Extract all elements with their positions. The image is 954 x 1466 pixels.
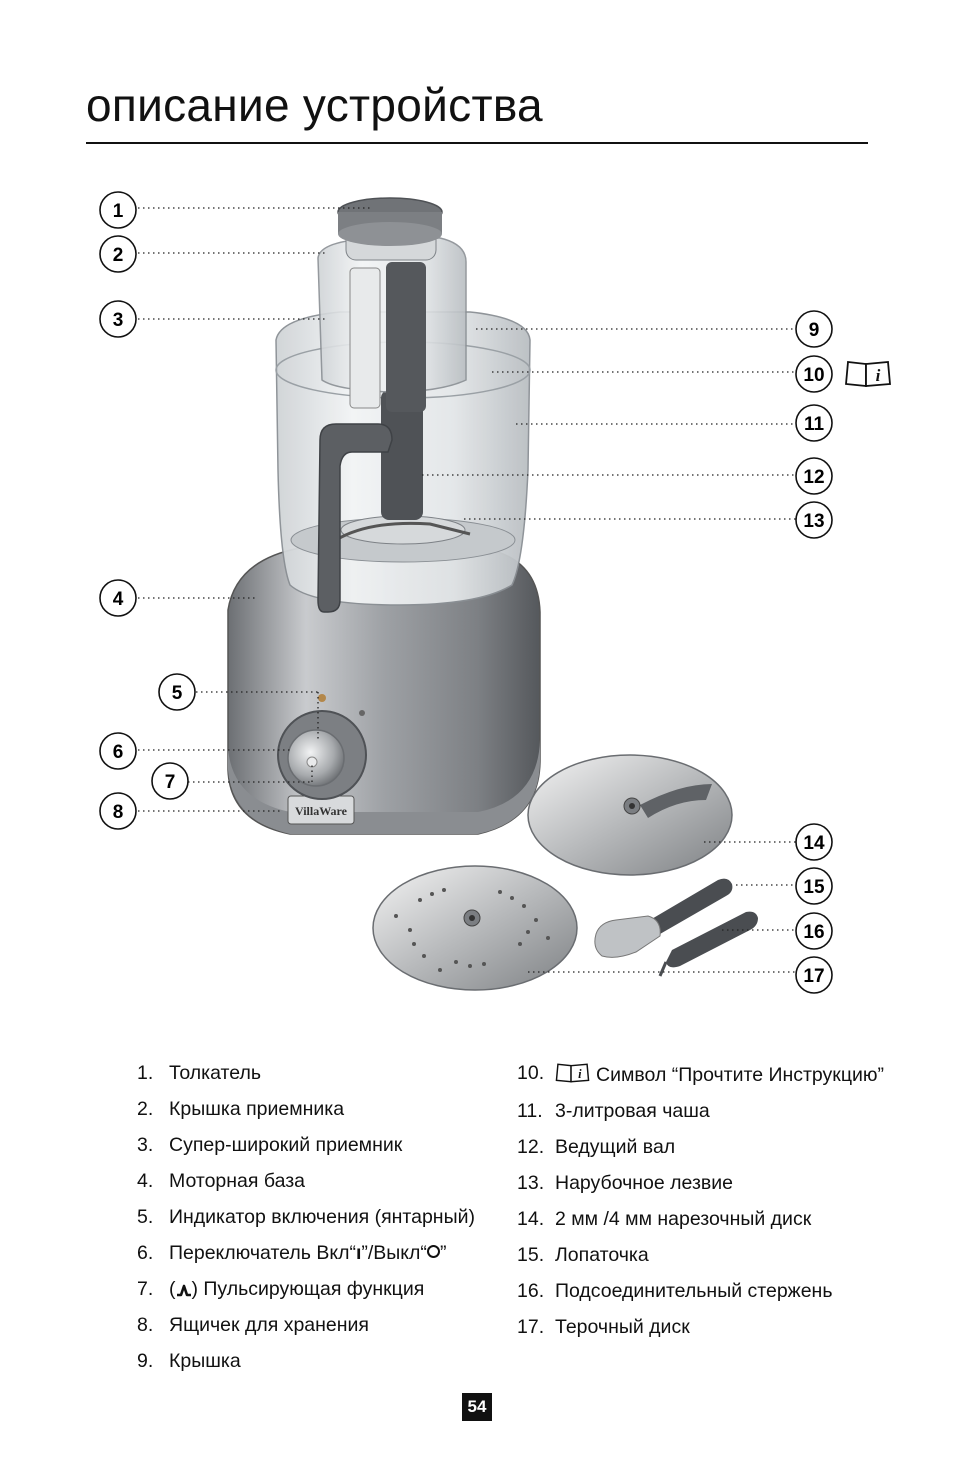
callout-1: 1 (99, 191, 137, 229)
svg-text:15: 15 (803, 877, 825, 898)
bowl-handle (317, 423, 393, 613)
list-item: 12.Ведущий вал (517, 1136, 676, 1158)
list-item: 11.3-литровая чаша (517, 1100, 710, 1122)
callout-7: 7 (151, 762, 189, 800)
list-item: 13.Нарубочное лезвие (517, 1172, 733, 1194)
svg-text:16: 16 (803, 922, 824, 943)
list-item: 7.() Пульсирующая функция (137, 1278, 425, 1300)
callout-12: 12 (795, 457, 833, 495)
motor-base: VillaWare (227, 547, 541, 835)
brand-label: VillaWare (295, 804, 348, 818)
list-item: 14.2 мм /4 мм нарезочный диск (517, 1208, 812, 1230)
grating-disc (372, 865, 578, 991)
drive-shaft (381, 390, 423, 520)
callout-11: 11 (795, 404, 833, 442)
list-item: 3.Супер-широкий приемник (137, 1134, 403, 1156)
callout-15: 15 (795, 867, 833, 905)
callout-13: 13 (795, 501, 833, 539)
callout-16: 16 (795, 912, 833, 950)
svg-text:2: 2 (113, 245, 124, 266)
callout-4: 4 (99, 579, 137, 617)
legend-left-column: 1.Толкатель 2.Крышка приемника 3.Супер-ш… (137, 1062, 507, 1386)
svg-text:6: 6 (113, 742, 124, 763)
callout-3: 3 (99, 300, 137, 338)
leader-lines (138, 207, 796, 973)
list-item: 2.Крышка приемника (137, 1098, 345, 1120)
list-item: 5.Индикатор включения (янтарный) (137, 1206, 475, 1228)
power-indicator (318, 694, 326, 702)
svg-text:8: 8 (113, 802, 124, 823)
svg-text:5: 5 (172, 683, 183, 704)
list-item: 6.Переключатель Вкл“ı”/Выкл“” (137, 1242, 447, 1264)
svg-text:9: 9 (809, 320, 820, 341)
svg-text:i: i (578, 1067, 582, 1081)
svg-text:17: 17 (803, 966, 824, 987)
callout-10: 10 (795, 355, 833, 393)
list-item: 15.Лопаточка (517, 1244, 649, 1266)
callout-9: 9 (795, 310, 833, 348)
book-info-icon: i (555, 1063, 590, 1083)
spatula (594, 878, 733, 958)
on-bar-icon: ı (355, 1242, 362, 1264)
callout-6: 6 (99, 732, 137, 770)
pulse-icon (176, 1284, 191, 1297)
book-info-icon: i (845, 361, 891, 387)
callout-2: 2 (99, 235, 137, 273)
page-number: 54 (462, 1393, 492, 1421)
svg-text:7: 7 (165, 772, 176, 793)
list-item: 9.Крышка (137, 1350, 241, 1372)
svg-text:10: 10 (803, 365, 824, 386)
svg-text:1: 1 (113, 201, 124, 222)
svg-text:11: 11 (804, 414, 825, 435)
list-item: 16.Подсоединительный стержень (517, 1280, 833, 1302)
list-item: 1.Толкатель (137, 1062, 262, 1084)
callout-17: 17 (795, 956, 833, 994)
slicing-disc (527, 754, 733, 876)
title-rule (86, 142, 868, 144)
food-pusher (337, 197, 443, 246)
svg-text:13: 13 (803, 511, 824, 532)
callout-14: 14 (795, 823, 833, 861)
svg-text:3: 3 (113, 310, 124, 331)
list-item: 8.Ящичек для хранения (137, 1314, 369, 1336)
svg-text:i: i (876, 366, 881, 385)
svg-text:12: 12 (803, 467, 824, 488)
off-circle-icon (426, 1245, 440, 1258)
feed-tube (317, 229, 467, 412)
page-title: описание устройства (86, 79, 543, 131)
callouts: 1 2 3 4 5 6 7 8 9 10 11 12 13 14 15 16 1… (99, 191, 833, 994)
connecting-rod (658, 911, 758, 977)
svg-text:14: 14 (803, 833, 825, 854)
callout-5: 5 (158, 673, 196, 711)
list-item: 17.Терочный диск (517, 1316, 690, 1338)
svg-text:4: 4 (113, 589, 124, 610)
callout-8: 8 (99, 792, 137, 830)
list-item: 4.Моторная база (137, 1170, 306, 1192)
